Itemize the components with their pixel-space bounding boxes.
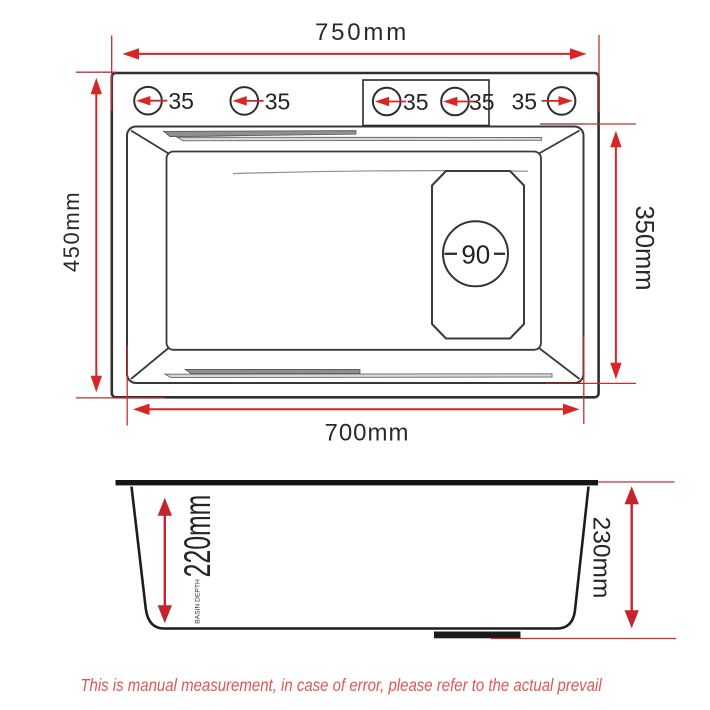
svg-text:BASIN DEPTH: BASIN DEPTH: [195, 579, 202, 624]
svg-text:90: 90: [461, 239, 490, 269]
svg-text:35: 35: [403, 89, 429, 115]
svg-text:350mm: 350mm: [630, 205, 658, 290]
svg-text:35: 35: [168, 88, 194, 114]
svg-text:35: 35: [469, 89, 495, 115]
svg-text:220mm: 220mm: [176, 495, 218, 578]
svg-text:450mm: 450mm: [59, 191, 84, 272]
svg-text:35: 35: [265, 88, 291, 114]
svg-text:This is manual measurement, in: This is manual measurement, in case of e…: [80, 676, 602, 695]
svg-text:230mm: 230mm: [588, 517, 615, 599]
svg-text:700mm: 700mm: [324, 420, 409, 447]
svg-text:750mm: 750mm: [315, 19, 409, 46]
svg-text:35: 35: [512, 88, 538, 114]
